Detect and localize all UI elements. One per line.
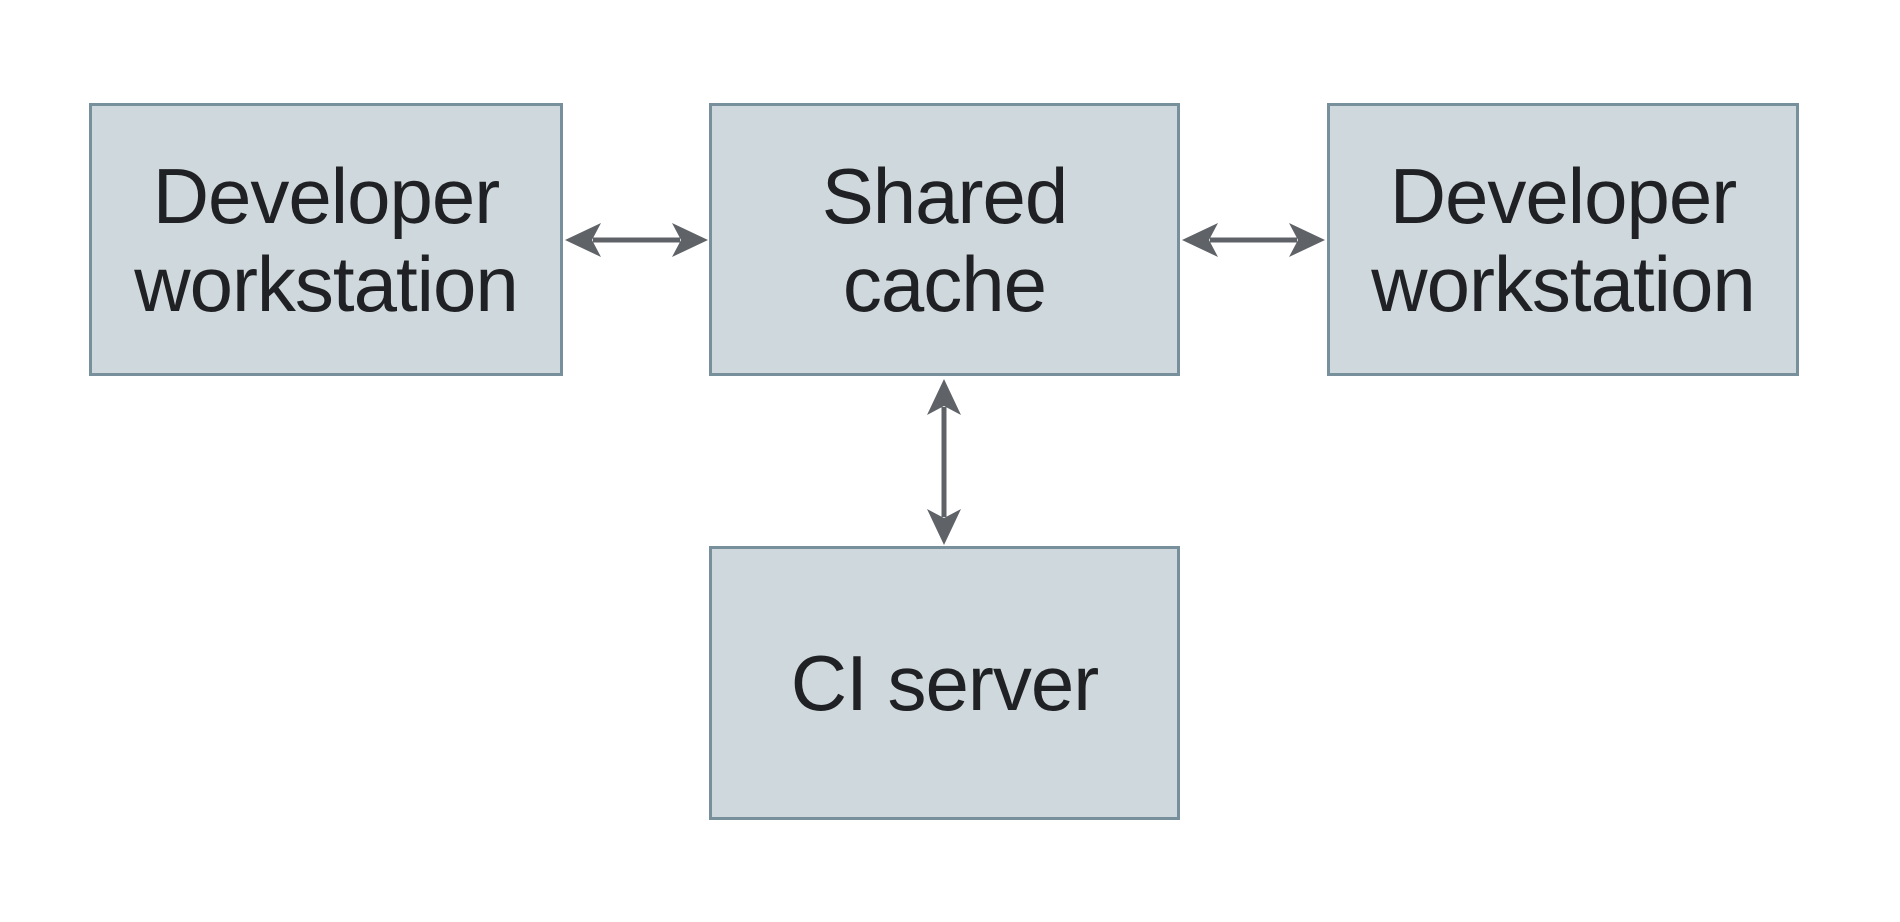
node-developer-workstation-right: Developer workstation — [1327, 103, 1799, 376]
node-shared-cache: Shared cache — [709, 103, 1180, 376]
node-label-line: CI server — [790, 639, 1099, 727]
arrowhead-right-icon — [1289, 223, 1325, 257]
node-label-line: Developer — [1389, 151, 1738, 240]
bidirectional-arrow-cache-ciserver — [927, 379, 961, 545]
arrowhead-left-icon — [1182, 223, 1218, 257]
bidirectional-arrow-cache-devright — [1182, 223, 1325, 257]
node-label-line: workstation — [134, 239, 518, 328]
bidirectional-arrow-devleft-cache — [565, 223, 708, 257]
node-label-line: workstation — [1371, 239, 1755, 328]
arrowhead-up-icon — [927, 379, 961, 415]
arrowhead-right-icon — [672, 223, 708, 257]
node-label-line: cache — [842, 239, 1047, 328]
arrowhead-left-icon — [565, 223, 601, 257]
node-label-line: Shared — [821, 151, 1069, 240]
node-ci-server: CI server — [709, 546, 1180, 820]
node-developer-workstation-left: Developer workstation — [89, 103, 563, 376]
arrowhead-down-icon — [927, 509, 961, 545]
node-label-line: Developer — [152, 151, 501, 240]
